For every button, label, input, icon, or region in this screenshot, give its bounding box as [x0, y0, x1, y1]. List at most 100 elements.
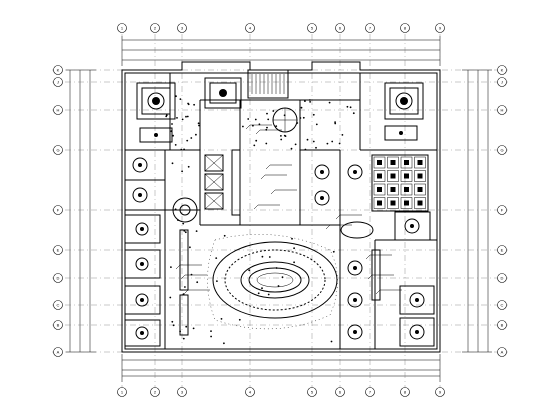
axis-label: 7: [369, 390, 372, 395]
axis-bubble: 3: [177, 23, 187, 33]
axis-bubble: 3: [177, 387, 187, 397]
axis-bubble: 5: [307, 387, 317, 397]
square-ceiling-feature-middle: [204, 77, 242, 109]
axis-bubble: H: [497, 105, 507, 115]
axis-bubble: 1: [117, 23, 127, 33]
axis-label: 2: [154, 390, 157, 395]
left-dimension-lines: [66, 69, 96, 353]
axis-bubble: 9: [435, 387, 445, 397]
axis-label: G: [500, 148, 503, 153]
circular-stair: [272, 107, 298, 133]
top-dimension-lines: [121, 36, 441, 66]
left-round-lights: [124, 149, 166, 347]
axis-label: D: [501, 276, 504, 281]
axis-bubble: H: [53, 105, 63, 115]
axis-bubble: 4: [245, 387, 255, 397]
axis-bubble: F: [497, 205, 507, 215]
axis-bubble: 8: [400, 23, 410, 33]
axis-bubble: D: [53, 273, 63, 283]
axis-bubble: A: [497, 347, 507, 357]
axis-bubble: 5: [307, 23, 317, 33]
axis-label: H: [501, 108, 504, 113]
axis-label: F: [57, 208, 60, 213]
axis-label: 6: [339, 390, 342, 395]
axis-bubble: K: [497, 65, 507, 75]
axis-bubble: F: [53, 205, 63, 215]
axis-bubble: 7: [365, 23, 375, 33]
axis-label: 9: [439, 26, 442, 31]
duct-shaft: [231, 149, 241, 216]
building-outline: [121, 61, 441, 353]
axis-label: 1: [121, 390, 124, 395]
axis-bubble: B: [497, 320, 507, 330]
axis-label: K: [57, 68, 60, 73]
axis-bubble: B: [53, 320, 63, 330]
axis-label: A: [57, 350, 60, 355]
axis-bubble: E: [497, 245, 507, 255]
axis-label: 4: [249, 26, 252, 31]
axis-label: 3: [181, 26, 184, 31]
axis-bubble: C: [497, 300, 507, 310]
stair-block: [247, 69, 289, 99]
axis-bubble: 6: [335, 387, 345, 397]
axis-label: B: [501, 323, 504, 328]
axis-bubble: K: [53, 65, 63, 75]
axis-label: 8: [404, 26, 407, 31]
elevator-shafts: [204, 154, 224, 210]
axis-bubble: E: [53, 245, 63, 255]
coffered-grid-ceiling: [371, 154, 429, 212]
axis-label: E: [501, 248, 504, 253]
square-ceiling-feature-right: [384, 82, 424, 120]
right-round-lights: [314, 164, 435, 347]
downlight-symbols: [165, 95, 355, 345]
axis-bubble: A: [53, 347, 63, 357]
axis-label: A: [501, 350, 504, 355]
small-oval-feature: [340, 221, 374, 239]
framed-light-right: [384, 125, 418, 141]
axis-bubble: G: [497, 145, 507, 155]
framed-light-left: [139, 127, 173, 143]
axis-label: 1: [121, 26, 124, 31]
square-ceiling-feature-left: [136, 82, 176, 120]
axis-label: 4: [249, 390, 252, 395]
axis-label: H: [57, 108, 60, 113]
axis-bubble: G: [53, 145, 63, 155]
axis-label: F: [501, 208, 504, 213]
axis-bubble: 1: [117, 387, 127, 397]
axis-label: J: [57, 80, 59, 85]
axis-bubble: 4: [245, 23, 255, 33]
axis-label: 3: [181, 390, 184, 395]
axis-label: D: [57, 276, 60, 281]
axis-label: C: [57, 303, 60, 308]
oval-perimeter-light-line: [207, 234, 338, 330]
axis-label: B: [57, 323, 60, 328]
round-ceiling-feature-small: [172, 197, 198, 223]
right-dimension-lines: [462, 69, 492, 353]
axis-label: E: [57, 248, 60, 253]
annotation-leaders: [175, 124, 402, 295]
axis-bubble: 2: [150, 387, 160, 397]
axis-label: J: [501, 80, 503, 85]
axis-bubble: D: [497, 273, 507, 283]
axis-bubble: 6: [335, 23, 345, 33]
axis-label: 5: [311, 26, 314, 31]
axis-bubble: C: [53, 300, 63, 310]
axis-bubble: J: [53, 77, 63, 87]
axis-label: 2: [154, 26, 157, 31]
axis-label: 8: [404, 390, 407, 395]
left-wall-light-strips: [179, 229, 189, 336]
axis-label: 7: [369, 26, 372, 31]
axis-label: 9: [439, 390, 442, 395]
axis-label: G: [56, 148, 59, 153]
axis-bubble: 8: [400, 387, 410, 397]
axis-bubble: J: [497, 77, 507, 87]
axis-bubble: 2: [150, 23, 160, 33]
axis-label: 6: [339, 26, 342, 31]
axis-bubble: 7: [365, 387, 375, 397]
axis-label: 5: [311, 390, 314, 395]
central-oval-ceiling-feature: [212, 241, 338, 319]
axis-label: K: [501, 68, 504, 73]
axis-bubble: 9: [435, 23, 445, 33]
